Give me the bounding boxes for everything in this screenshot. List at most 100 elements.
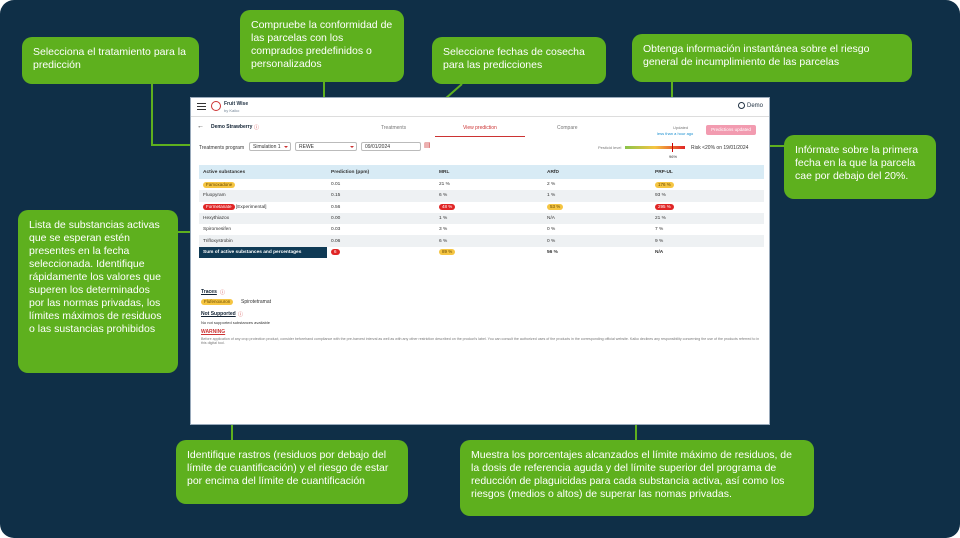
substance-name: Fluopyram (199, 190, 327, 202)
prp-value: 176 % (655, 181, 674, 188)
callout-risk: Obtenga información instantánea sobre el… (632, 34, 912, 82)
table-header: Active substances Prediction (ppm) MRL A… (199, 165, 764, 179)
trace-item-label: Flufenoxuron (201, 299, 234, 305)
trace-item-label: Spirotetramat (241, 299, 272, 305)
mrl-value: 6 % (435, 190, 543, 202)
sum-mrl: 89 % (439, 249, 456, 256)
user-icon (737, 102, 745, 109)
callout-substances: Lista de substancias activas que se espe… (18, 210, 178, 373)
predictions-updated-button[interactable]: Predictions updated (706, 125, 756, 135)
traces-info-icon[interactable]: ⓘ (220, 290, 226, 296)
brand-sub: by Kaiko (224, 108, 240, 113)
not-supported-info-icon[interactable]: ⓘ (238, 312, 244, 318)
table-row[interactable]: Formetanate [Experimental] 0.56 48 % 53 … (199, 202, 764, 213)
chevron-down-icon (350, 146, 354, 148)
mrl-value: 6 % (435, 235, 543, 247)
col-active-substances: Active substances (199, 165, 327, 179)
substances-table: Active substances Prediction (ppm) MRL A… (199, 165, 764, 259)
date-value: 09/01/2024 (365, 144, 391, 150)
substance-name: Trifloxystrobin (199, 235, 327, 247)
risk-percentage: 96% (669, 154, 678, 159)
risk-bar-marker (672, 143, 673, 152)
calendar-icon[interactable]: ▤ (424, 142, 431, 149)
predictions-button-label: Predictions updated (711, 127, 751, 132)
logo-icon (211, 101, 221, 111)
substance-name: Formetanate (203, 204, 235, 211)
harvest-date-input[interactable]: 09/01/2024 (361, 142, 421, 151)
chevron-down-icon (284, 146, 288, 148)
mrl-value: 21 % (439, 182, 450, 188)
warning-text: Before application of any crop protectio… (201, 337, 760, 346)
tab-view-prediction[interactable]: View prediction (463, 125, 497, 131)
trace-item: Flufenoxuron (201, 299, 234, 305)
table-row[interactable]: Spiromesifen 0.03 3 % 0 % 7 % (199, 224, 764, 235)
standard-value: REWE (299, 144, 314, 150)
prediction-value: 0.03 (331, 227, 341, 233)
risk-date: Risk <20% on 19/01/2024 (691, 145, 749, 151)
prediction-value: 0.01 (331, 182, 341, 188)
app-window: Fruit Wise by Kaiko Demo ← Demo Strawber… (190, 97, 770, 425)
prp-value: 7 % (655, 227, 664, 233)
table-row[interactable]: Fluopyram 0.15 6 % 1 % 93 % (199, 190, 764, 202)
warning-title: WARNING (201, 329, 226, 335)
arfd-value: 2 % (547, 182, 556, 188)
info-icon[interactable]: ⓘ (254, 125, 260, 131)
menu-icon[interactable] (197, 103, 206, 110)
mrl-value: 48 % (439, 204, 456, 211)
sum-prediction: 6 (331, 249, 340, 256)
back-arrow-icon[interactable]: ← (197, 123, 204, 130)
arfd-value: 0 % (543, 235, 651, 247)
callout-date: Infórmate sobre la primera fecha en la q… (784, 135, 936, 199)
prediction-value: 0.06 (327, 235, 435, 247)
standard-select[interactable]: REWE (295, 142, 357, 151)
prediction-value: 0.15 (327, 190, 435, 202)
not-supported-title: Not Supported (201, 311, 236, 317)
arfd-value: 53 % (547, 204, 564, 211)
substance-name: Hexythiazox (199, 212, 327, 225)
top-bar: Fruit Wise by Kaiko Demo (191, 98, 769, 117)
prp-value: 295 % (655, 204, 674, 211)
user-menu[interactable]: Demo (737, 102, 763, 110)
tab-compare[interactable]: Compare (557, 125, 578, 131)
callout-traces: Identifique rastros (residuos por debajo… (176, 440, 408, 504)
callout-harvest: Seleccione fechas de cosecha para las pr… (432, 37, 606, 84)
mrl-value: 3 % (439, 227, 448, 233)
program-select[interactable]: Simulation 1 (249, 142, 291, 151)
sum-prp: N/A (655, 249, 664, 255)
col-mrl: MRL (435, 165, 543, 179)
table-row[interactable]: Trifloxystrobin 0.06 6 % 0 % 9 % (199, 235, 764, 247)
arfd-value: 1 % (543, 190, 651, 202)
mrl-value: 1 % (435, 212, 543, 225)
updated-time: less than a hour ago (657, 131, 694, 136)
callout-conformity: Compruebe la conformidad de las parcelas… (240, 10, 404, 82)
tab-active-underline (435, 136, 525, 137)
program-value: Simulation 1 (253, 144, 281, 150)
arfd-value: N/A (543, 212, 651, 225)
substance-name: Famoxadone (203, 181, 236, 188)
prp-value: 93 % (651, 190, 764, 202)
prediction-value: 0.00 (327, 212, 435, 225)
substance-tag: [Experimental] (235, 205, 267, 211)
line-treatment (151, 84, 200, 146)
sum-arfd: 56 % (547, 249, 558, 255)
sum-row: Sum of active substances and percentages… (199, 246, 764, 259)
arfd-value: 0 % (547, 227, 556, 233)
prp-value: 9 % (651, 235, 764, 247)
prediction-value: 0.56 (331, 204, 341, 210)
col-prp-ul: PRP-UL (651, 165, 764, 179)
col-arfd: ARfD (543, 165, 651, 179)
callout-treatment: Selecciona el tratamiento para la predic… (22, 37, 199, 84)
substance-name: Spiromesifen (203, 227, 231, 233)
risk-label: Pesticid level (598, 145, 622, 150)
table-row[interactable]: Hexythiazox 0.00 1 % N/A 21 % (199, 212, 764, 225)
brand-name: Fruit Wise (224, 101, 249, 107)
risk-bar (625, 146, 685, 149)
updated-label: Updated (673, 125, 689, 130)
traces-title: Traces (201, 289, 217, 295)
tab-treatments[interactable]: Treatments (381, 125, 407, 131)
table-row[interactable]: Famoxadone 0.01 21 % 2 % 176 % (199, 179, 764, 190)
user-name: Demo (746, 103, 763, 110)
sum-label: Sum of active substances and percentages (199, 246, 327, 259)
program-label: Treatments program (199, 145, 245, 151)
